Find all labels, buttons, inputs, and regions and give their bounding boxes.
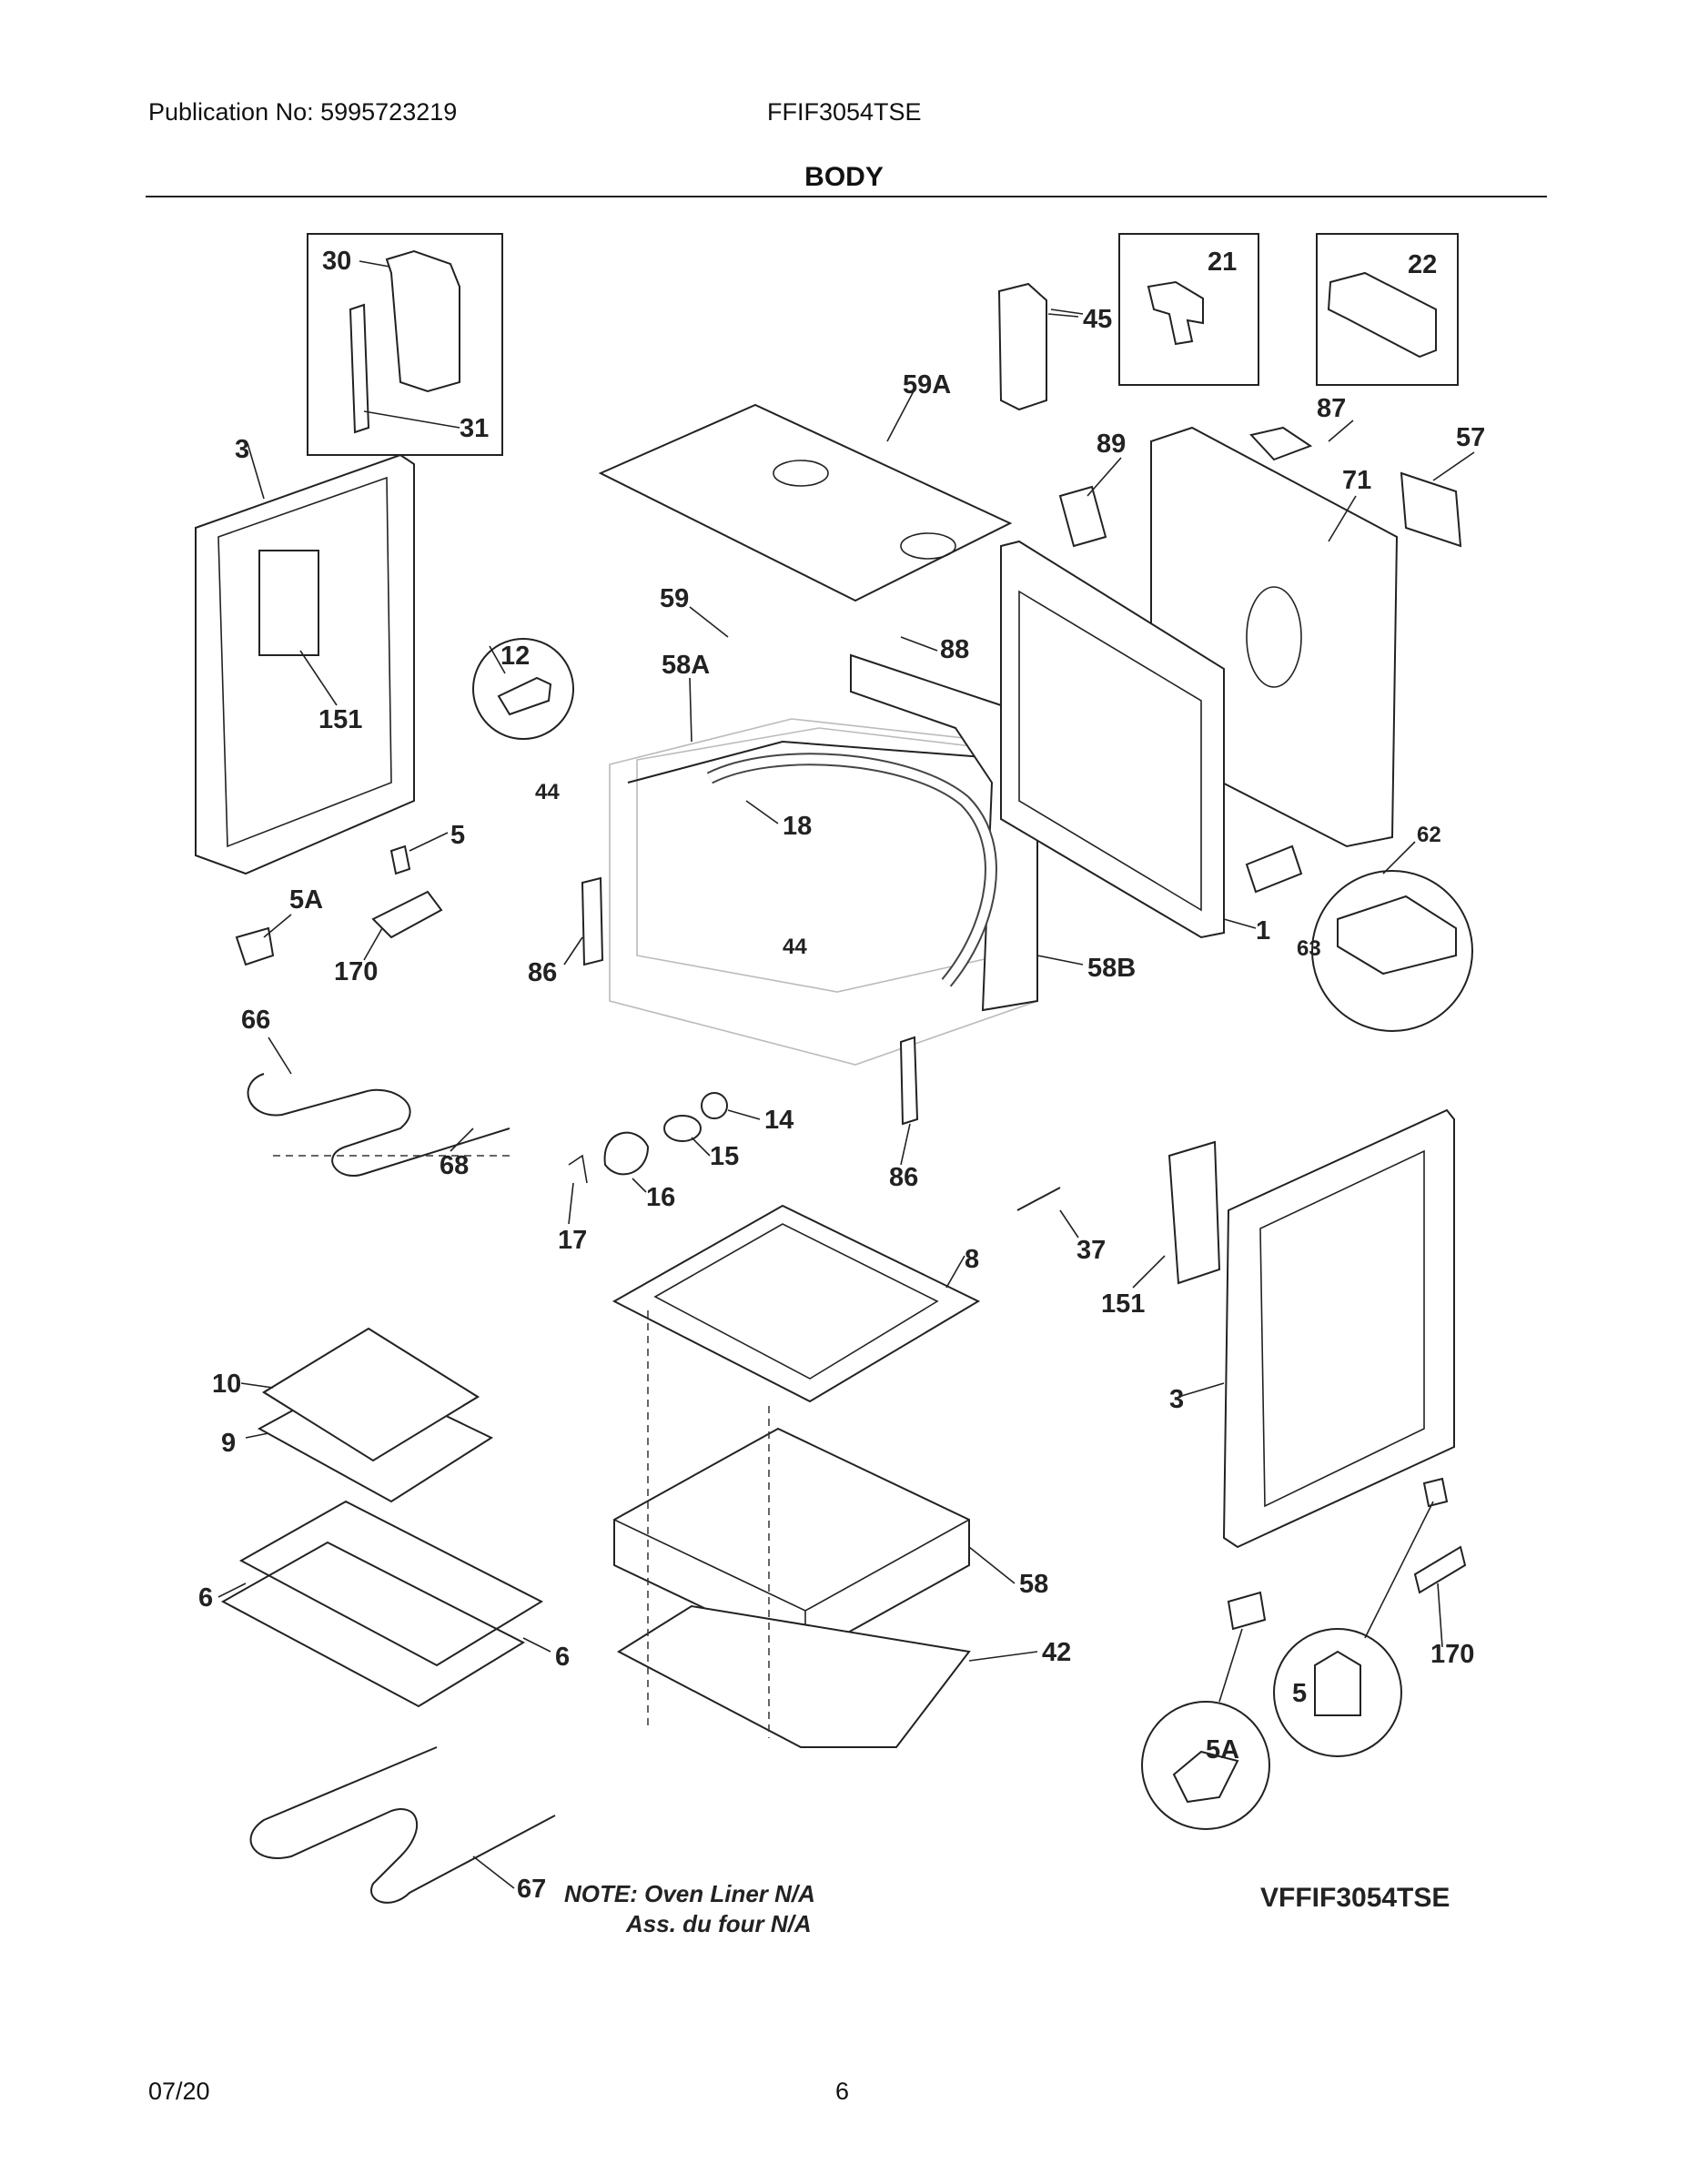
part-21-switch	[1147, 280, 1204, 346]
callout-44-upper: 44	[535, 780, 560, 804]
callout-15: 15	[710, 1142, 739, 1171]
part-5-leveler-left	[389, 844, 411, 875]
part-42-base	[616, 1604, 971, 1748]
callout-170-left: 170	[334, 957, 378, 986]
part-3-left-side-panel	[195, 453, 415, 875]
note-line-2: Ass. du four N/A	[625, 1910, 812, 1937]
part-1-back-panel	[1000, 540, 1225, 939]
part-58-insulation	[613, 1427, 970, 1658]
callout-89: 89	[1097, 430, 1126, 459]
part-89-bracket	[1058, 485, 1107, 548]
callout-42: 42	[1042, 1638, 1071, 1667]
part-66-broil-element	[247, 1073, 510, 1177]
callout-63: 63	[1297, 936, 1321, 961]
callout-71: 71	[1342, 466, 1371, 495]
footer-date: 07/20	[148, 2078, 210, 2105]
part-14-socket	[701, 1092, 728, 1119]
callout-1: 1	[1256, 916, 1270, 945]
part-86-right	[899, 1036, 919, 1126]
callout-6-right: 6	[555, 1643, 570, 1672]
callout-3-right: 3	[1169, 1385, 1184, 1414]
callout-16: 16	[646, 1183, 675, 1212]
part-37-wire	[1016, 1187, 1061, 1211]
section-title: BODY	[804, 162, 884, 192]
callout-5A-left: 5A	[289, 885, 323, 915]
callout-86-left: 86	[528, 958, 557, 987]
callout-12: 12	[500, 642, 530, 671]
callout-21: 21	[1208, 248, 1237, 277]
callout-14: 14	[764, 1106, 793, 1135]
callout-18: 18	[783, 812, 812, 841]
callout-30: 30	[322, 247, 351, 276]
callout-86-right: 86	[889, 1163, 918, 1192]
callout-31: 31	[460, 414, 489, 443]
part-87-bracket	[1249, 426, 1313, 461]
callout-151-left: 151	[318, 705, 362, 734]
publication-number: Publication No: 5995723219	[148, 98, 458, 126]
callout-57: 57	[1456, 423, 1485, 452]
callout-58: 58	[1019, 1570, 1048, 1599]
part-15-bulb	[663, 1115, 702, 1142]
callout-5A-right: 5A	[1206, 1735, 1239, 1764]
part-5-leveler-right	[1422, 1477, 1449, 1508]
callout-37: 37	[1076, 1236, 1106, 1265]
callout-45: 45	[1083, 305, 1112, 334]
part-67-bake-element	[249, 1746, 556, 1904]
callout-67: 67	[517, 1875, 546, 1904]
callout-10: 10	[212, 1370, 241, 1399]
callout-22: 22	[1408, 250, 1437, 279]
callout-170-right: 170	[1430, 1640, 1474, 1669]
header-rule	[146, 196, 1547, 197]
model-number: FFIF3054TSE	[767, 98, 922, 126]
callout-44-lower: 44	[783, 935, 807, 959]
callout-8: 8	[965, 1245, 979, 1274]
footer-page-number: 6	[835, 2078, 850, 2105]
part-31-strip	[349, 303, 370, 434]
part-30-bracket	[385, 249, 460, 393]
callout-151-right: 151	[1101, 1289, 1145, 1319]
callout-62: 62	[1417, 823, 1441, 847]
callout-66: 66	[241, 1006, 270, 1035]
part-170-bracket-left	[371, 890, 443, 939]
callout-5-right: 5	[1292, 1679, 1307, 1708]
part-17-clip	[568, 1154, 588, 1184]
part-45-cover	[997, 282, 1047, 411]
callout-3-left: 3	[235, 435, 249, 464]
callout-17: 17	[558, 1226, 587, 1255]
part-8-bottom-panel	[612, 1204, 981, 1403]
part-22-bracket	[1327, 271, 1437, 359]
part-6-rack-lower	[220, 1541, 526, 1708]
callout-88: 88	[940, 635, 969, 664]
note-line-1: NOTE: Oven Liner N/A	[564, 1880, 815, 1907]
part-86-left	[581, 876, 604, 966]
part-59A-top-panel	[598, 403, 1013, 602]
callout-58B: 58B	[1087, 954, 1136, 983]
callout-59: 59	[660, 584, 689, 613]
callout-5-left: 5	[450, 821, 465, 850]
part-16-lens	[603, 1131, 650, 1176]
part-57-vent	[1400, 471, 1462, 548]
part-3-right-side-panel	[1222, 1108, 1455, 1549]
part-170-bracket-right	[1413, 1545, 1467, 1594]
callout-9: 9	[221, 1429, 236, 1458]
callout-87: 87	[1317, 394, 1346, 423]
diagram-model-label: VFFIF3054TSE	[1260, 1883, 1450, 1913]
callout-59A: 59A	[903, 370, 951, 399]
callout-6-left: 6	[198, 1583, 213, 1613]
callout-58A: 58A	[662, 651, 710, 680]
part-151-right-bracket	[1167, 1140, 1221, 1285]
part-5A-leg-right	[1227, 1591, 1267, 1631]
part-6-rack-upper	[238, 1500, 544, 1667]
callout-68: 68	[440, 1151, 469, 1180]
part-62-terminal-block	[1245, 844, 1303, 894]
